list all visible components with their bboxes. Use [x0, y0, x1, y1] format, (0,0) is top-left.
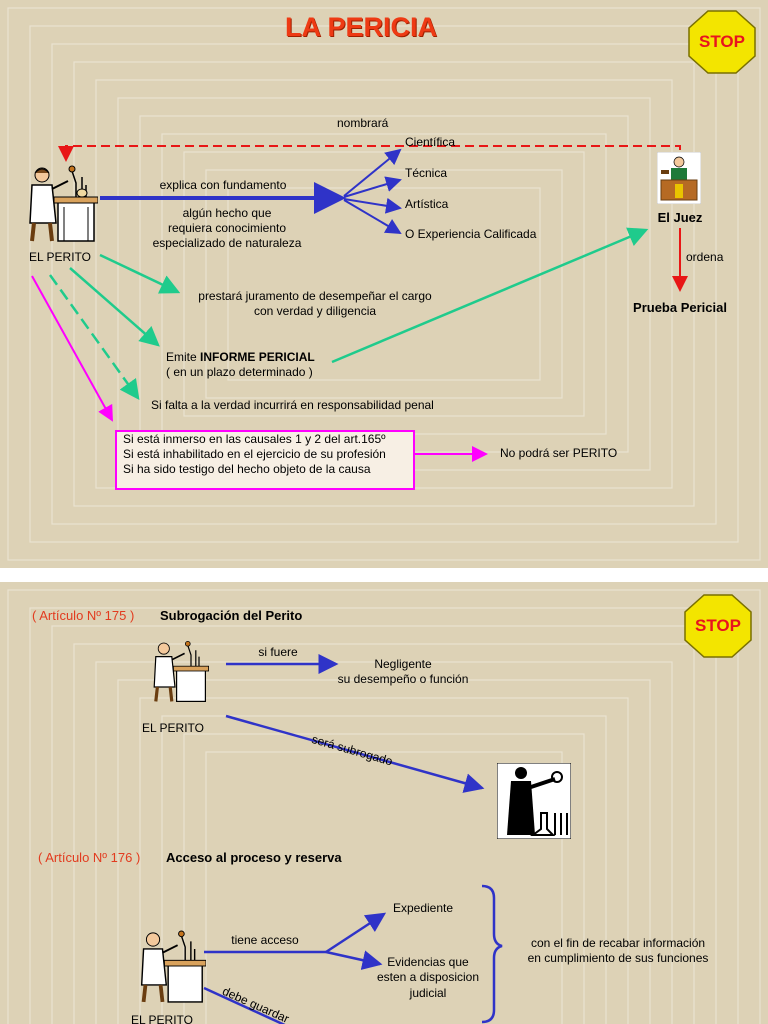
fin-line-1: con el fin de recabar información	[530, 936, 706, 950]
explica-label: explica con fundamento	[159, 178, 287, 192]
emite-plazo: ( en un plazo determinado )	[166, 365, 313, 379]
stop-sign-icon[interactable]	[688, 10, 756, 74]
perito-scientist-icon-2	[153, 641, 209, 702]
evidencias-line-3: judicial	[409, 986, 447, 1000]
slide1-connectors	[31, 145, 688, 462]
nombrara-label: nombrará	[337, 116, 389, 130]
prueba-pericial-label: Prueba Pericial	[633, 300, 727, 315]
stop-label-2: STOP	[695, 616, 741, 635]
art176-title: Acceso al proceso y reserva	[166, 850, 342, 865]
perito-label-3: EL PERITO	[130, 1013, 194, 1024]
evidencias-line-2: esten a disposicion	[376, 970, 480, 984]
perito-label: EL PERITO	[28, 250, 92, 264]
art175-title: Subrogación del Perito	[160, 608, 303, 623]
perito-label-2: EL PERITO	[141, 721, 205, 735]
hecho-line-3: especializado de naturaleza	[152, 236, 302, 250]
replacement-scientist-icon	[497, 763, 571, 839]
ordena-label: ordena	[686, 250, 724, 264]
type-artistica: Artística	[405, 197, 449, 211]
emite-prefix: Emite	[166, 350, 197, 364]
falta-arrow	[48, 274, 140, 401]
juez-label: El Juez	[657, 210, 703, 225]
type-tecnica: Técnica	[405, 166, 448, 180]
art176-label: ( Artículo Nº 176 )	[38, 850, 141, 865]
no-podra-label: No podrá ser PERITO	[500, 446, 618, 460]
causal-1: Si está inmerso en las causales 1 y 2 de…	[123, 432, 386, 446]
stop-sign-icon-2[interactable]	[684, 594, 752, 658]
debe-guardar-line	[203, 986, 286, 1024]
emite-line: Emite INFORME PERICIAL	[166, 350, 315, 365]
type-experiencia: O Experiencia Calificada	[405, 227, 537, 241]
juramento-arrow	[99, 253, 181, 294]
art175-label: ( Artículo Nº 175 )	[32, 608, 135, 623]
slide-la-pericia: LA PERICIA STOP	[0, 0, 768, 568]
si-fuere-label: si fuere	[258, 645, 298, 659]
type-cientifica: Científica	[405, 135, 456, 149]
perito-scientist-icon	[29, 165, 98, 242]
hecho-line-2: requiera conocimiento	[167, 221, 287, 235]
causal-2: Si está inhabilitado en el ejercicio de …	[123, 447, 386, 461]
informe-pericial: INFORME PERICIAL	[200, 350, 315, 364]
slide2-connectors	[203, 654, 503, 1024]
perito-scientist-icon-3	[140, 930, 206, 1003]
causal-3: Si ha sido testigo del hecho objeto de l…	[123, 462, 371, 476]
brace-connector	[481, 884, 503, 1024]
hecho-line-1: algún hecho que	[182, 206, 272, 220]
subrogado-arrow	[225, 714, 485, 793]
fin-line-2: en cumplimiento de sus funciones	[527, 951, 709, 965]
slide2-background	[0, 582, 768, 1024]
falta-label: Si falta a la verdad incurrirá en respon…	[151, 398, 434, 412]
nombrara-arrow	[58, 145, 681, 162]
juramento-line-1: prestará juramento de desempeñar el carg…	[198, 289, 432, 303]
juez-judge-icon	[657, 152, 701, 204]
informe-to-juez-arrow	[331, 227, 649, 364]
negligente-line-1: Negligente	[374, 657, 432, 671]
negligente-line-2: su desempeño o función	[337, 672, 469, 686]
causales-arrow	[31, 275, 113, 422]
causales-box: Si está inmerso en las causales 1 y 2 de…	[115, 430, 415, 490]
juramento-line-2: con verdad y diligencia	[253, 304, 377, 318]
expediente-label: Expediente	[392, 901, 454, 915]
informe-arrow	[69, 267, 160, 347]
evidencias-line-1: Evidencias que	[387, 955, 469, 969]
tiene-acceso-label: tiene acceso	[231, 933, 299, 947]
slide-articulos: ( Artículo Nº 175 ) Subrogación del Peri…	[0, 582, 768, 1024]
stop-label: STOP	[699, 32, 745, 51]
